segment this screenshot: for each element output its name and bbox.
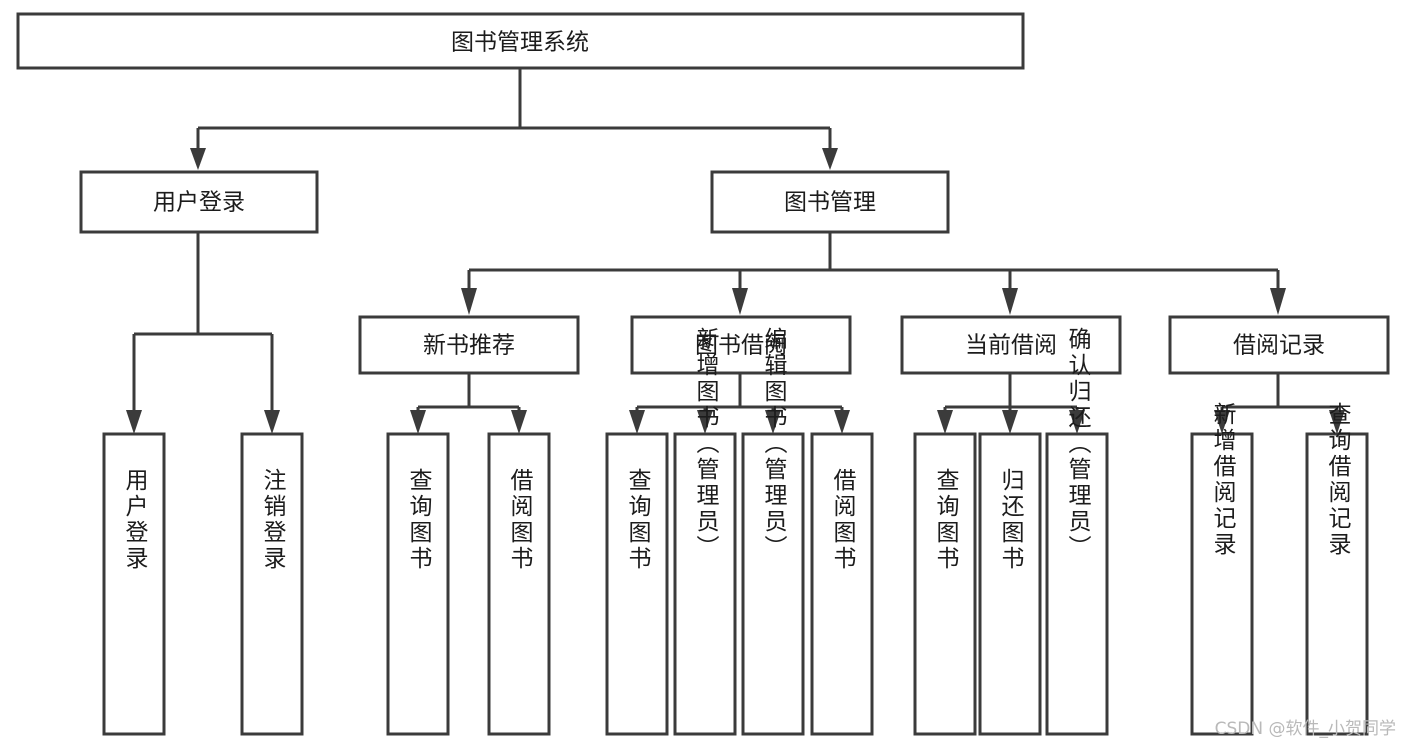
node-new-book-recommend-box[interactable] (358, 315, 580, 375)
arrow-head-current-leaf-1 (937, 410, 953, 434)
arrow-head-leaf-logout (264, 410, 280, 434)
arrow-head-record-leaf-1 (1214, 410, 1230, 434)
node-current-borrow-label: 当前借阅 (965, 333, 1057, 359)
leaf-current-return-label: 归还图书 (997, 468, 1025, 572)
leaf-user-login-signin[interactable]: 用户登录 (102, 432, 166, 736)
leaf-newbook-query-label: 查询图书 (405, 468, 433, 572)
leaf-record-add-label: 新增借阅记录 (1209, 402, 1237, 558)
node-current-borrow[interactable]: 当前借阅 (900, 315, 1122, 375)
node-user-login-box[interactable] (79, 170, 319, 234)
leaf-borrow-borrow-book[interactable]: 借阅图书 (810, 432, 874, 736)
leaf-borrow-borrow-book-box[interactable] (810, 432, 874, 736)
node-book-borrow-box[interactable] (630, 315, 852, 375)
node-borrow-record-label: 借阅记录 (1233, 333, 1325, 359)
node-book-borrow[interactable]: 图书借阅 (630, 315, 852, 375)
arrow-head-borrow-leaf-3 (765, 410, 781, 434)
leaf-borrow-query-box[interactable] (605, 432, 669, 736)
leaf-user-login-logout[interactable]: 注销登录 (240, 432, 304, 736)
leaf-user-login-logout-label: 注销登录 (259, 468, 287, 572)
leaf-borrow-query[interactable]: 查询图书 (605, 432, 669, 736)
leaf-current-confirm-return-label: 确认归还（管理员） (1064, 327, 1092, 561)
leaf-borrow-edit-book-label: 编辑图书（管理员） (760, 327, 788, 561)
leaf-newbook-query-box[interactable] (386, 432, 450, 736)
leaf-user-login-signin-label: 用户登录 (121, 468, 149, 572)
leaf-borrow-add-book-box[interactable] (673, 432, 737, 736)
leaf-newbook-borrow-box[interactable] (487, 432, 551, 736)
leaf-borrow-add-book-label: 新增图书（管理员） (692, 327, 720, 561)
leaf-current-query-label: 查询图书 (932, 468, 960, 572)
watermark-label: CSDN @软件_小贺同学 (1215, 719, 1396, 739)
arrow-head-book-mgmt (822, 148, 838, 170)
arrow-head-user-login (190, 148, 206, 170)
node-book-management-label: 图书管理 (784, 190, 876, 216)
leaf-borrow-add-book[interactable]: 新增图书（管理员） (673, 327, 737, 736)
arrow-head-borrow-leaf-2 (697, 410, 713, 434)
arrow-head-borrow-leaf-4 (834, 410, 850, 434)
leaf-newbook-query[interactable]: 查询图书 (386, 432, 450, 736)
node-root-system-box[interactable] (16, 12, 1025, 70)
node-current-borrow-box[interactable] (900, 315, 1122, 375)
node-root-system[interactable]: 图书管理系统 (16, 12, 1025, 70)
arrow-head-current-leaf-2 (1002, 410, 1018, 434)
arrow-head-new-book-rec (461, 288, 477, 315)
leaf-current-return[interactable]: 归还图书 (978, 432, 1042, 736)
arrow-head-book-borrow (732, 288, 748, 315)
node-user-login-label: 用户登录 (153, 190, 245, 216)
node-book-management-box[interactable] (710, 170, 950, 234)
node-borrow-record-box[interactable] (1168, 315, 1390, 375)
leaf-record-query-label: 查询借阅记录 (1324, 402, 1352, 558)
arrow-head-newbook-leaf-2 (511, 410, 527, 434)
arrow-head-borrow-record (1270, 288, 1286, 315)
node-new-book-recommend-label: 新书推荐 (423, 333, 515, 359)
arrow-head-current-leaf-3 (1069, 410, 1085, 434)
node-root-system-label: 图书管理系统 (451, 30, 589, 56)
node-new-book-recommend[interactable]: 新书推荐 (358, 315, 580, 375)
arrow-head-record-leaf-2 (1329, 410, 1345, 434)
leaf-current-query-box[interactable] (913, 432, 977, 736)
leaf-newbook-borrow-label: 借阅图书 (506, 468, 534, 572)
leaf-current-confirm-return[interactable]: 确认归还（管理员） (1045, 327, 1109, 736)
leaf-current-return-box[interactable] (978, 432, 1042, 736)
leaf-current-confirm-return-box[interactable] (1045, 432, 1109, 736)
arrow-head-borrow-leaf-1 (629, 410, 645, 434)
leaf-user-login-logout-box[interactable] (240, 432, 304, 736)
leaf-borrow-edit-book-box[interactable] (741, 432, 805, 736)
node-user-login[interactable]: 用户登录 (79, 170, 319, 234)
node-borrow-record[interactable]: 借阅记录 (1168, 315, 1390, 375)
leaf-record-query-box[interactable] (1305, 432, 1369, 736)
leaf-borrow-borrow-book-label: 借阅图书 (829, 468, 857, 572)
leaf-borrow-query-label: 查询图书 (624, 468, 652, 572)
arrow-head-newbook-leaf-1 (410, 410, 426, 434)
node-book-management[interactable]: 图书管理 (710, 170, 950, 234)
arrow-head-current-borrow (1002, 288, 1018, 315)
leaf-borrow-edit-book[interactable]: 编辑图书（管理员） (741, 327, 805, 736)
leaf-record-query[interactable]: 查询借阅记录 (1305, 402, 1369, 736)
leaf-newbook-borrow[interactable]: 借阅图书 (487, 432, 551, 736)
leaf-record-add[interactable]: 新增借阅记录 (1190, 402, 1254, 736)
arrow-head-leaf-user-login (126, 410, 142, 434)
connectors-layer (126, 68, 1345, 434)
leaf-record-add-box[interactable] (1190, 432, 1254, 736)
node-book-borrow-label: 图书借阅 (695, 333, 787, 359)
leaf-user-login-signin-box[interactable] (102, 432, 166, 736)
leaf-current-query[interactable]: 查询图书 (913, 432, 977, 736)
